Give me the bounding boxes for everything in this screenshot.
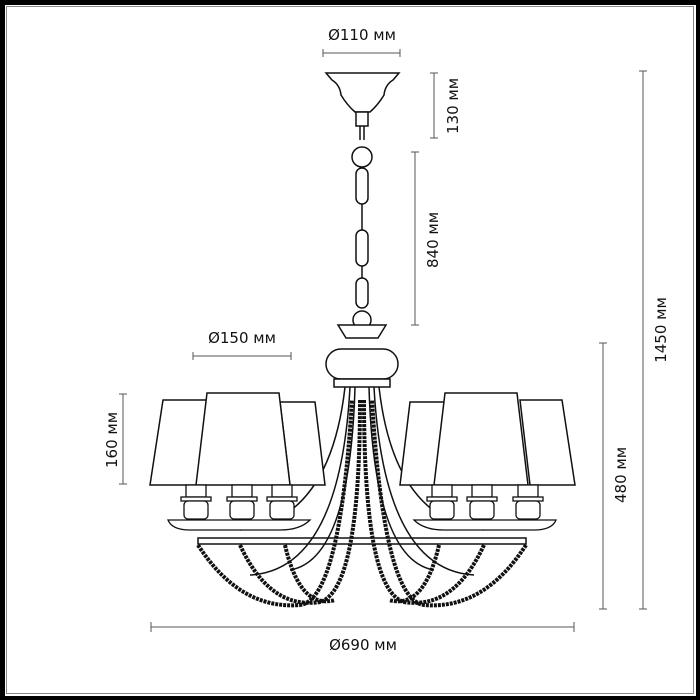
canopy xyxy=(324,72,401,113)
body-height-label: 480 мм xyxy=(612,447,630,503)
canopy-height-label: 130 мм xyxy=(444,78,462,134)
candle-holders xyxy=(167,484,557,531)
shade-diameter-label: Ø150 мм xyxy=(208,329,276,347)
chain-length-label: 840 мм xyxy=(424,212,442,268)
bead-garlands xyxy=(196,399,528,608)
lamp-shades xyxy=(149,392,576,486)
inner-border xyxy=(6,6,694,694)
shade-height-label: 160 мм xyxy=(103,412,121,468)
total-height-label: 1450 мм xyxy=(652,297,670,363)
dimension-lines xyxy=(119,49,647,632)
canopy-diameter-label: Ø110 мм xyxy=(328,26,396,44)
overall-diameter-label: Ø690 мм xyxy=(329,636,397,654)
